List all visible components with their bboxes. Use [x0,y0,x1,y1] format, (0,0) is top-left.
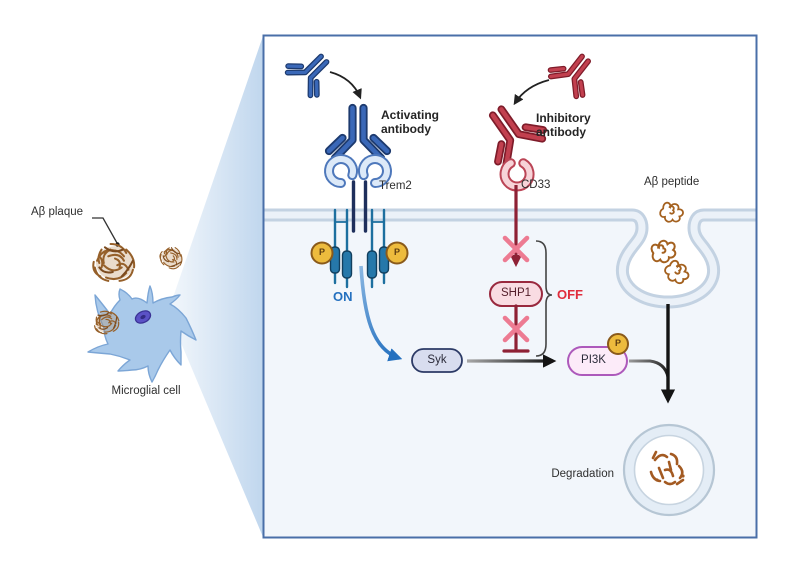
phospho-badge-pi3k [607,333,629,355]
shp1-label: SHP1 [500,287,532,299]
zoom-wedge [168,36,263,537]
activating-binding-arrow [329,71,362,100]
abeta-plaque-leader-line [92,217,120,247]
phospho-label-pi3k: P [614,338,621,348]
cd33-label: CD33 [521,179,551,191]
on-signal-arrow [359,265,403,362]
phospho-label-right: P [393,247,400,257]
microglial-cell-label: Microglial cell [111,385,181,397]
microglial-cell-icon [87,285,197,383]
abeta-plaque-small-icon [156,242,188,273]
trem2-label: Trem2 [379,180,412,192]
degradation-label: Degradation [551,468,614,480]
on-label: ON [333,289,353,304]
trem2-receptor-icon [324,154,392,233]
inhibitory-antibody-label: Inhibitory antibody [536,111,591,140]
activating-antibody-label: Activating antibody [381,108,440,137]
pi3k-label: PI3K [581,354,606,366]
inhibition-x-upper-icon [502,235,530,263]
degraded-fragments [649,450,685,486]
off-label: OFF [557,287,583,302]
cell-nucleus [134,310,152,324]
syk-label: Syk [427,354,447,366]
pi3k-node [567,346,628,376]
abeta-plaque-large-icon [92,242,136,282]
abeta-plaque-label: Aβ plaque [31,206,84,218]
trem2-stalks [351,180,368,233]
degradation-vesicle-icon [622,423,716,517]
phospho-badge-left [310,241,334,265]
syk-node [411,348,463,373]
phospho-badge-right [385,241,409,265]
cell-membrane [264,208,756,309]
phospho-label-left: P [318,247,325,257]
abeta-peptide-label: Aβ peptide [644,176,700,188]
inhibition-x-lower-icon [502,315,530,343]
inhibitory-binding-arrow [513,79,550,106]
off-brace [535,240,553,357]
